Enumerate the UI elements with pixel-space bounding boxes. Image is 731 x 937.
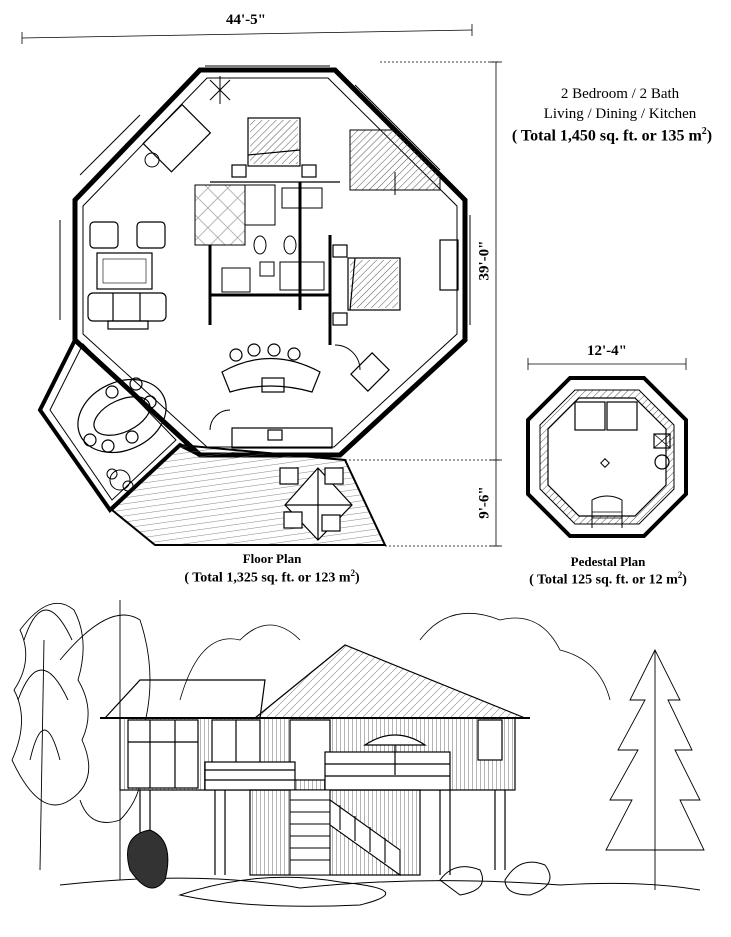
deck-table-umbrella: [279, 467, 353, 541]
kitchen: [209, 343, 390, 449]
summary-rooms: Living / Dining / Kitchen: [543, 106, 697, 122]
summary-area-close: ): [706, 127, 713, 145]
ground-landscaping: [59, 829, 701, 907]
living-room-furniture: [87, 221, 167, 330]
deck-depth-dimension: 9'-6": [476, 486, 493, 519]
floor-plan-area-superscript: 2: [350, 568, 356, 578]
deck: [110, 443, 387, 546]
floor-plan-area-close: ): [355, 570, 360, 586]
house-body: [119, 717, 516, 791]
bathrooms: [194, 182, 330, 325]
floor-plan-width-dimension: 44'-5": [226, 12, 266, 28]
octagon-outer-wall: [72, 67, 468, 458]
bedroom-1: [210, 117, 340, 183]
deck-shrub: [106, 468, 134, 492]
floor-plan-label: Floor Plan: [242, 551, 302, 566]
right-tree: [605, 648, 705, 890]
elevation-drawing: [11, 600, 705, 907]
plant-icon: [209, 76, 231, 104]
background-trees: [179, 613, 611, 701]
pedestal-area-superscript: 2: [677, 570, 683, 580]
dimension-lines: [21, 24, 502, 547]
summary-total-area-text: ( Total 1,450 sq. ft. or 135 m: [511, 127, 702, 145]
pedestal-plan: [526, 358, 688, 538]
pedestal-octagon-outer: [526, 376, 688, 538]
floor-plan-depth-dimension: 39'-0": [476, 240, 493, 281]
pedestal-area-text: ( Total 125 sq. ft. or 12 m: [529, 572, 678, 588]
floor-plan-area-text: ( Total 1,325 sq. ft. or 123 m: [184, 570, 351, 586]
window-marks: [59, 65, 471, 325]
summary-area-superscript: 2: [701, 126, 707, 137]
summary-bedrooms: 2 Bedroom / 2 Bath: [560, 86, 680, 102]
dining-table: [77, 377, 167, 454]
pedestal-plan-area: ( Total 125 sq. ft. or 12 m2): [529, 570, 687, 589]
roof: [100, 644, 530, 719]
pedestal-width-dimension: 12'-4": [587, 343, 627, 359]
pedestal-area-close: ): [682, 572, 687, 588]
desk: [142, 103, 212, 173]
pedestal-plan-label: Pedestal Plan: [570, 554, 646, 569]
closet: [349, 129, 441, 191]
summary-total-area: ( Total 1,450 sq. ft. or 135 m2): [512, 126, 712, 145]
floor-plan: [21, 24, 502, 547]
floor-plan-area: ( Total 1,325 sq. ft. or 123 m2): [184, 568, 359, 587]
bedroom-2: [328, 235, 459, 345]
stairs: [289, 789, 401, 877]
